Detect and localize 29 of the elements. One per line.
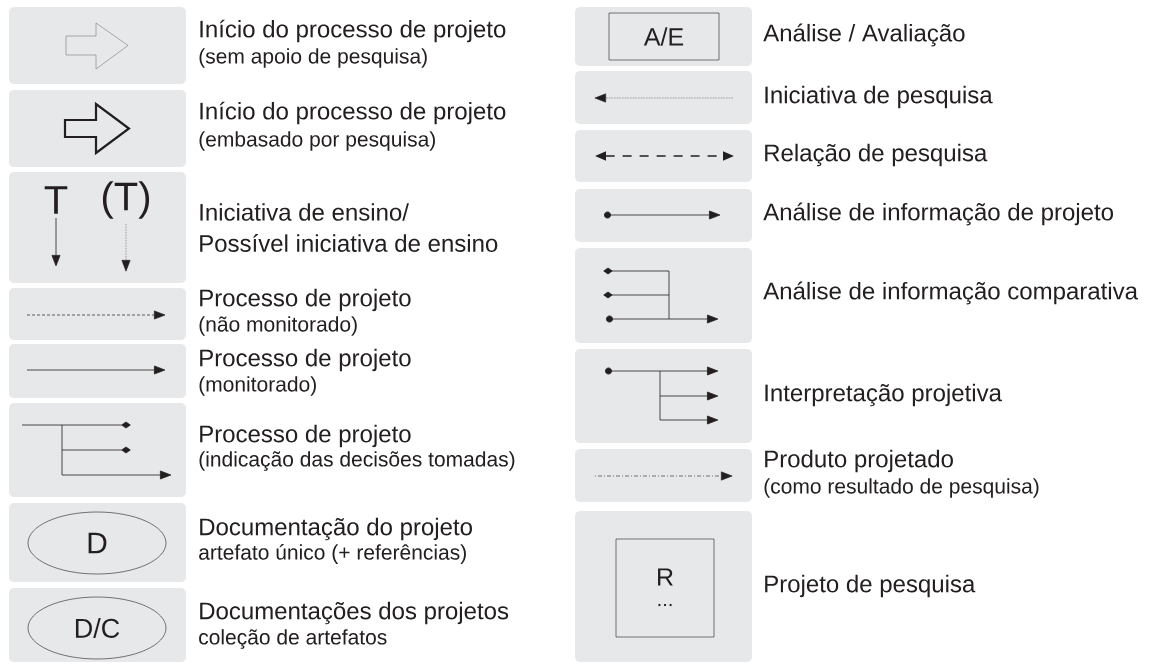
legend-label: Iniciativa de pesquisa xyxy=(765,85,993,109)
legend-sublabel: (como resultado de pesquisa) xyxy=(764,478,1039,498)
legend-sublabel: coleção de artefatos xyxy=(199,629,387,649)
legend-label: Análise / Avaliação xyxy=(763,23,965,47)
legend-sublabel: (embasado por pesquisa) xyxy=(199,131,435,151)
legend-label: Documentação do projeto xyxy=(200,517,472,541)
legend-sublabel: (indicação das decisões tomadas) xyxy=(199,451,515,471)
research-project-box: R ... xyxy=(615,538,715,638)
legend-sublabel: (monitorado) xyxy=(199,376,316,396)
legend-label: Produto projetado xyxy=(765,449,953,473)
legend-label: Relação de pesquisa xyxy=(765,143,988,167)
legend-label: Processo de projeto xyxy=(200,348,411,372)
legend-label: Análise de informação comparativa xyxy=(763,281,1138,305)
legend-label: Iniciativa de ensino/ xyxy=(200,203,409,221)
legend-label: Possível iniciativa de ensino xyxy=(200,234,498,252)
legend-sublabel: (sem apoio de pesquisa) xyxy=(199,48,427,68)
legend-label: Início do processo de projeto xyxy=(200,19,506,43)
legend-label: Processo de projeto xyxy=(200,424,411,448)
legend-sublabel: artefato único (+ referências) xyxy=(199,544,466,564)
legend-label: Documentações dos projetos xyxy=(200,601,509,625)
symbol-letter: T xyxy=(44,186,68,214)
legend-label: Processo de projeto xyxy=(200,288,411,312)
symbol-letter: (T) xyxy=(102,181,150,219)
analysis-box: A/E xyxy=(608,12,720,61)
legend-label: Projeto de pesquisa xyxy=(765,574,976,598)
legend-label: Início do processo de projeto xyxy=(200,101,506,125)
legend-label: Análise de informação de projeto xyxy=(763,202,1113,226)
legend-sublabel: (não monitorado) xyxy=(199,316,357,336)
legend-label: Interpretação projetiva xyxy=(765,383,1002,407)
